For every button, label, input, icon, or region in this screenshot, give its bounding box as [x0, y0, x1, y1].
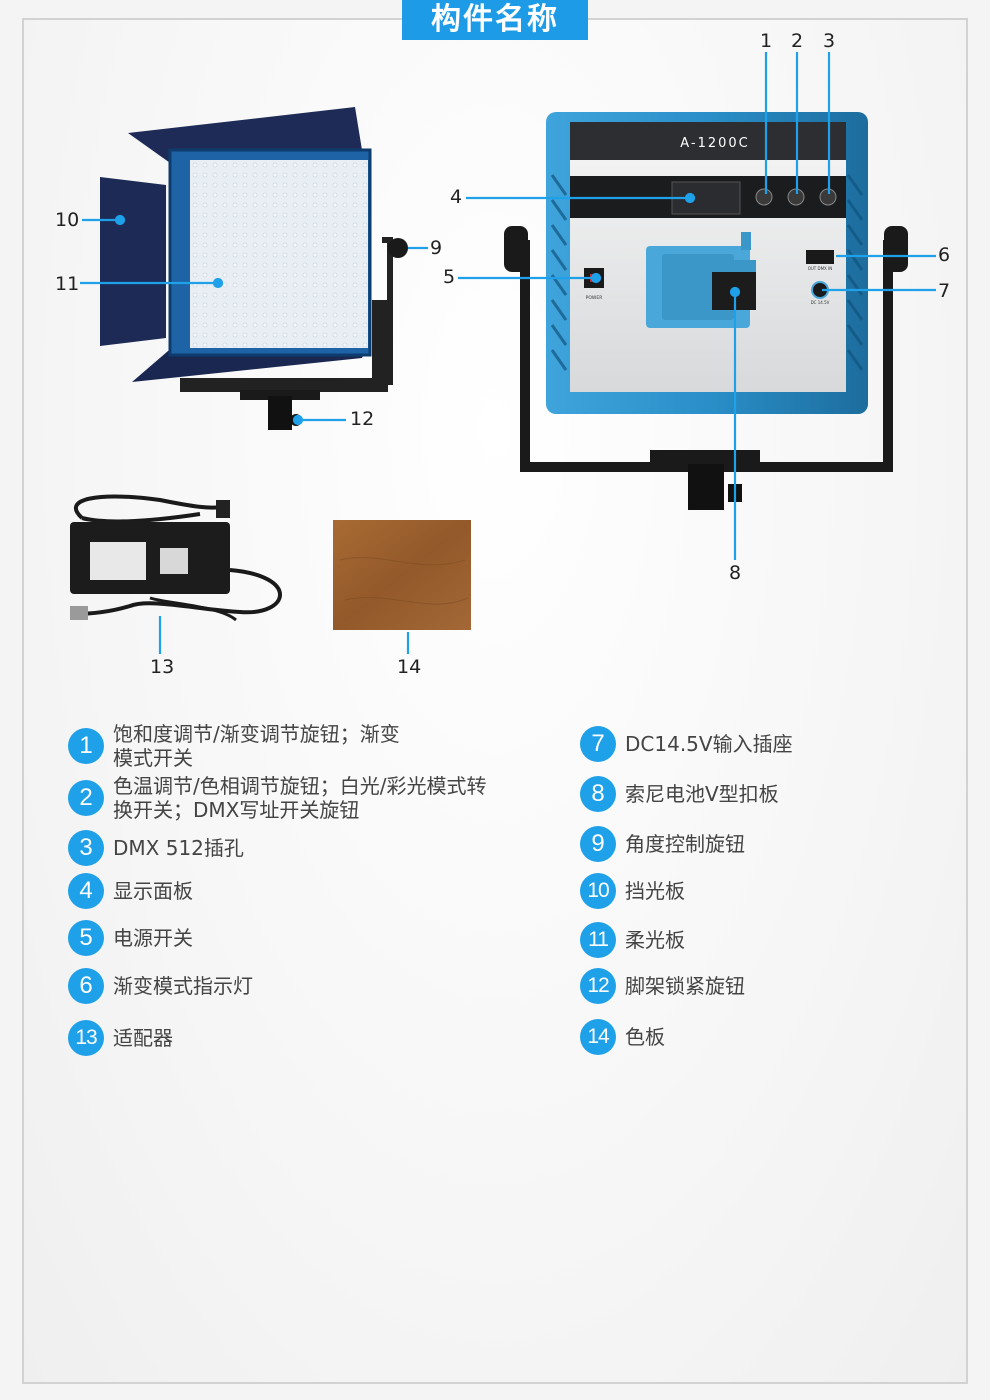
model-name: A-1200C	[680, 136, 749, 151]
dmx-label: OUT DMX IN	[808, 266, 833, 271]
callout-6: 6	[938, 244, 951, 266]
front-panel-light	[100, 107, 408, 430]
callout-10: 10	[55, 209, 80, 231]
callout-13: 13	[150, 656, 175, 678]
power-adapter	[70, 494, 282, 622]
back-panel-light: A-1200C POWER OUT DMX IN DC 14.5V	[504, 112, 908, 510]
callout-5: 5	[443, 266, 456, 288]
product-diagram: A-1200C POWER OUT DMX IN DC 14.5V	[70, 52, 936, 654]
callout-2: 2	[791, 30, 804, 52]
callout-14: 14	[397, 656, 422, 678]
callout-3: 3	[823, 30, 836, 52]
angle-knob-icon[interactable]	[388, 238, 408, 258]
led-diffuser-panel	[190, 160, 368, 348]
callout-9: 9	[430, 237, 443, 259]
callout-7: 7	[938, 280, 951, 302]
color-gel	[333, 520, 471, 630]
power-label: POWER	[586, 295, 603, 301]
page-title: 构件名称	[402, 0, 588, 40]
left-barndoor	[100, 177, 166, 346]
indicator-light	[806, 250, 834, 264]
callout-1: 1	[760, 30, 773, 52]
callout-8: 8	[729, 562, 742, 584]
dc-label: DC 14.5V	[811, 300, 830, 305]
callout-4: 4	[450, 186, 463, 208]
knob-1-icon[interactable]	[755, 188, 773, 206]
callout-12: 12	[350, 408, 375, 430]
callout-11: 11	[55, 273, 80, 295]
callout-lines	[80, 52, 936, 654]
